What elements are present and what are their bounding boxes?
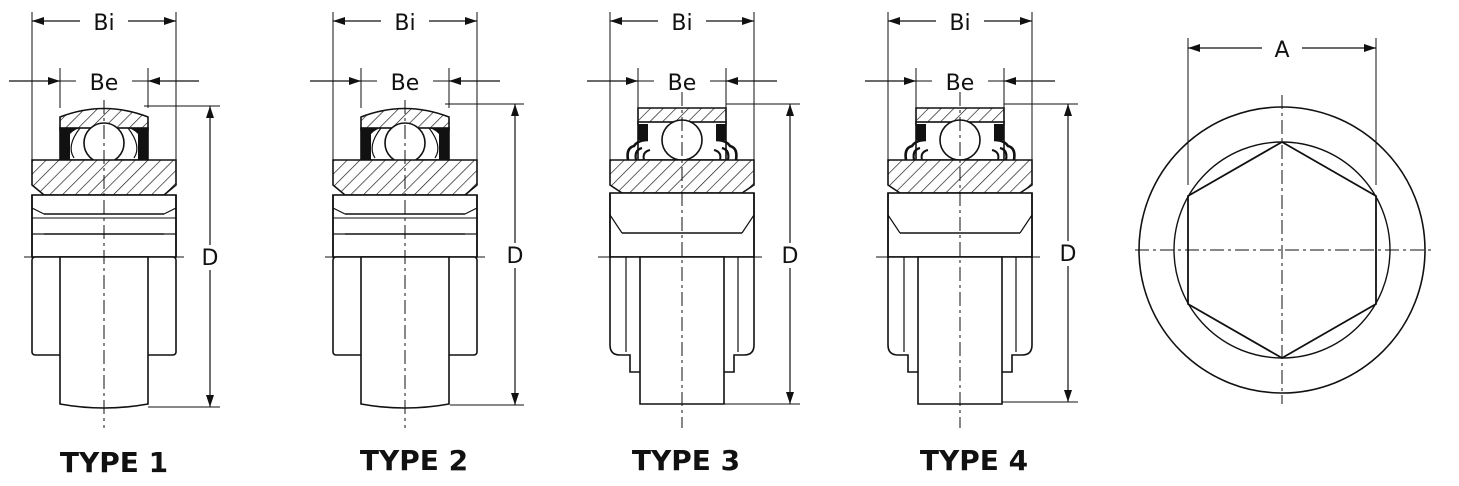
bi-label-type-1: Bi bbox=[93, 11, 114, 36]
caption-type-4: TYPE 4 bbox=[920, 444, 1028, 477]
caption-type-1: TYPE 1 bbox=[60, 446, 168, 479]
bi-label-type-4: Bi bbox=[949, 11, 970, 36]
be-label-type-3: Be bbox=[668, 71, 697, 96]
caption-type-2: TYPE 2 bbox=[360, 444, 468, 477]
d-label-type-4: D bbox=[1060, 242, 1077, 267]
a-label: A bbox=[1274, 38, 1289, 63]
bi-label-type-2: Bi bbox=[394, 11, 415, 36]
bi-label-type-3: Bi bbox=[671, 11, 692, 36]
be-label-type-4: Be bbox=[946, 71, 975, 96]
be-label-type-1: Be bbox=[90, 71, 119, 96]
bearing-type-4 bbox=[865, 12, 1078, 428]
d-label-type-3: D bbox=[782, 244, 799, 269]
bearing-type-1 bbox=[9, 12, 220, 428]
caption-type-3: TYPE 3 bbox=[632, 444, 740, 477]
bearing-type-2 bbox=[310, 12, 524, 428]
be-label-type-2: Be bbox=[391, 71, 420, 96]
hex-bore-end-view bbox=[1135, 38, 1432, 404]
d-label-type-1: D bbox=[202, 246, 219, 271]
bearing-type-3 bbox=[587, 12, 800, 428]
d-label-type-2: D bbox=[507, 244, 524, 269]
